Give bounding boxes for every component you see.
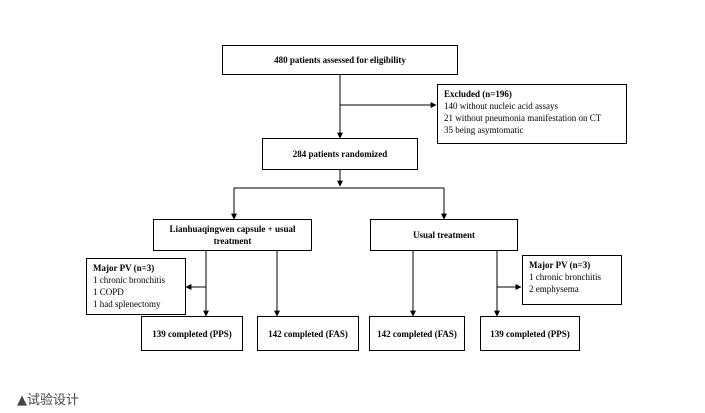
excluded-title: Excluded (n=196) [444, 89, 512, 99]
arm-right-box: Usual treatment [370, 219, 518, 251]
assessed-label: 480 patients assessed for eligibility [274, 55, 406, 65]
excluded-line: 140 without nucleic acid assays [444, 101, 558, 111]
excluded-line: 21 without pneumonia manifestation on CT [444, 113, 602, 123]
pv-right-line: 2 emphysema [529, 284, 579, 294]
pv-left-line: 1 COPD [93, 287, 124, 297]
right-fas-box: 142 completed (FAS) [369, 316, 465, 351]
left-pps-label: 139 completed (PPS) [152, 328, 232, 339]
pv-right-line: 1 chronic bronchitis [529, 272, 601, 282]
pv-left-box: Major PV (n=3) 1 chronic bronchitis 1 CO… [86, 258, 186, 315]
assessed-box: 480 patients assessed for eligibility [222, 45, 458, 75]
right-pps-label: 139 completed (PPS) [490, 328, 570, 339]
pv-left-line: 1 chronic bronchitis [93, 275, 165, 285]
pv-right-title: Major PV (n=3) [529, 260, 591, 270]
randomized-box: 284 patients randomized [262, 138, 418, 170]
excluded-line: 35 being asymtomatic [444, 125, 524, 135]
excluded-box: Excluded (n=196) 140 without nucleic aci… [437, 84, 627, 144]
arm-left-label: Lianhuaqingwen capsule + usual treatment [169, 224, 296, 246]
figure-caption: ▲试验设计 [17, 393, 79, 408]
left-pps-box: 139 completed (PPS) [141, 316, 243, 351]
pv-right-box: Major PV (n=3) 1 chronic bronchitis 2 em… [522, 255, 622, 305]
pv-left-line: 1 had splenectomy [93, 299, 161, 309]
randomized-label: 284 patients randomized [292, 149, 388, 159]
arm-left-box: Lianhuaqingwen capsule + usual treatment [153, 219, 312, 251]
arm-right-label: Usual treatment [412, 230, 476, 240]
right-pps-box: 139 completed (PPS) [480, 316, 580, 351]
left-fas-label: 142 completed (FAS) [268, 328, 348, 339]
pv-left-title: Major PV (n=3) [93, 263, 155, 273]
left-fas-box: 142 completed (FAS) [257, 316, 359, 351]
right-fas-label: 142 completed (FAS) [377, 328, 457, 339]
